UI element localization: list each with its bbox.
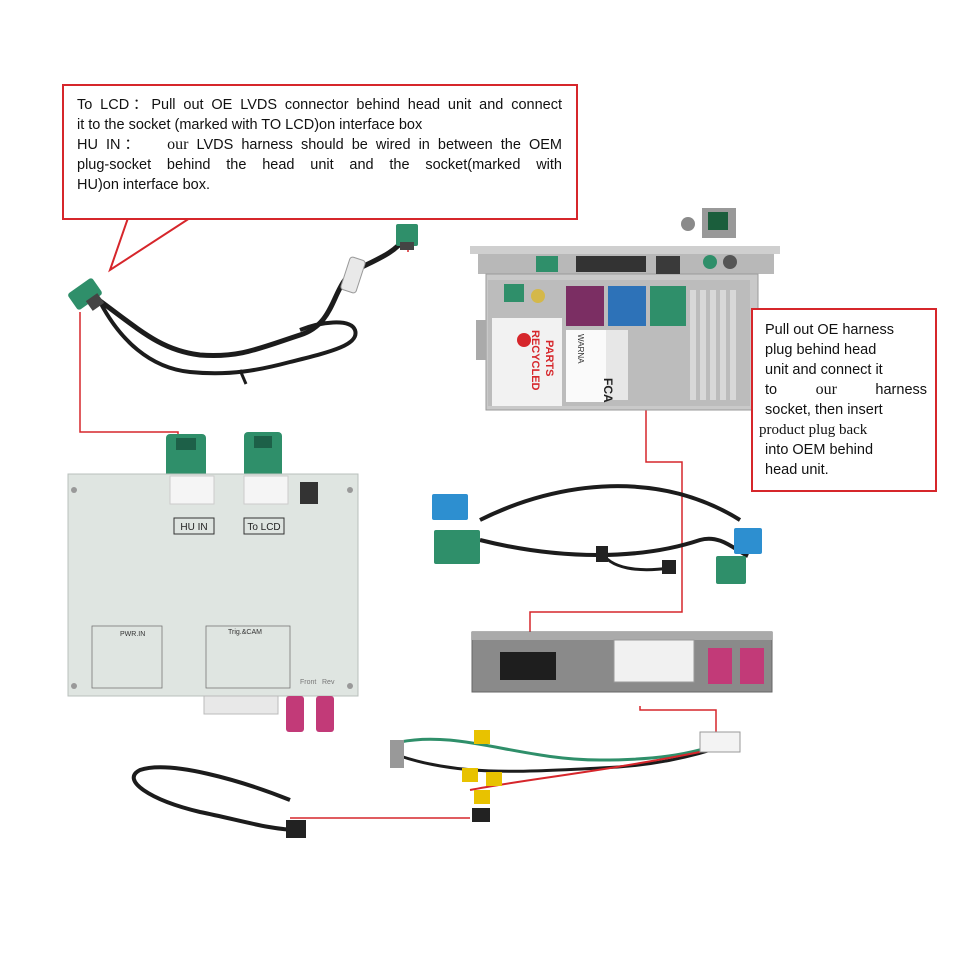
callout-top-line-3-word: our [167,136,189,153]
callout-top-line-3-rest: LVDS harness should be wired in between … [196,137,563,153]
callout-tail-top [108,216,194,273]
callout-right-line-3: unit and connect it [765,362,883,378]
callout-top-line-4: plug-socket behind the head unit and the… [77,157,562,173]
sticker-parts-label: PARTS [543,340,555,376]
callout-top-line-3: HU IN： our LVDS harness should be wired … [77,135,562,155]
callout-right-line-4-prefix: to [765,382,778,398]
callout-oe-harness: Pull out OE harness plug behind head uni… [751,308,937,492]
callout-lcd-hu-in: To LCD：Pull out OE LVDS connector behind… [62,84,578,220]
oem-harness [432,484,762,584]
interface-box: HU IN To LCD PWR.IN Trig.&CAM Front Rev [67,432,359,732]
callout-right-line-7: into OEM behind [765,442,874,458]
callout-right-line-1: Pull out OE harness [765,322,894,338]
sticker-recycled-label: RECYCLED [529,330,541,391]
panel-trig-label: Trig.&CAM [228,629,262,636]
callout-top-line-3-prefix: HU IN： [77,137,143,153]
port-front-label: Front [300,679,316,686]
port-to-lcd-label: To LCD [247,522,280,533]
sticker-warning-label: WARNA [576,334,585,364]
lvds-cable [68,224,418,385]
callout-right-line-2: plug behind head [765,342,877,358]
callout-right-line-4-rest: harness [875,382,928,398]
port-rev-label: Rev [322,679,335,686]
callout-top-line-1: To LCD：Pull out OE LVDS connector behind… [77,97,562,113]
callout-right-line-6: product plug back [759,422,868,438]
callout-top-line-2: it to the socket (marked with TO LCD)on … [77,117,423,133]
power-camera-harness [131,730,741,838]
callout-right-line-4-word: our [815,381,837,398]
callout-right-line-8: head unit. [765,462,829,478]
port-hu-in-label: HU IN [180,522,207,533]
callout-right-line-5: socket, then insert [765,402,883,418]
panel-pwr-label: PWR.IN [120,631,145,638]
lvds-connector-left [68,278,105,311]
callout-top-line-5: HU)on interface box. [77,177,210,193]
lvds-connector-right [396,224,418,250]
head-unit: RECYCLED PARTS WARNA FCA [470,208,780,411]
product-module [471,631,773,693]
brand-label: FCA [601,378,615,403]
callout-right-line-4: to our harness [765,380,927,400]
